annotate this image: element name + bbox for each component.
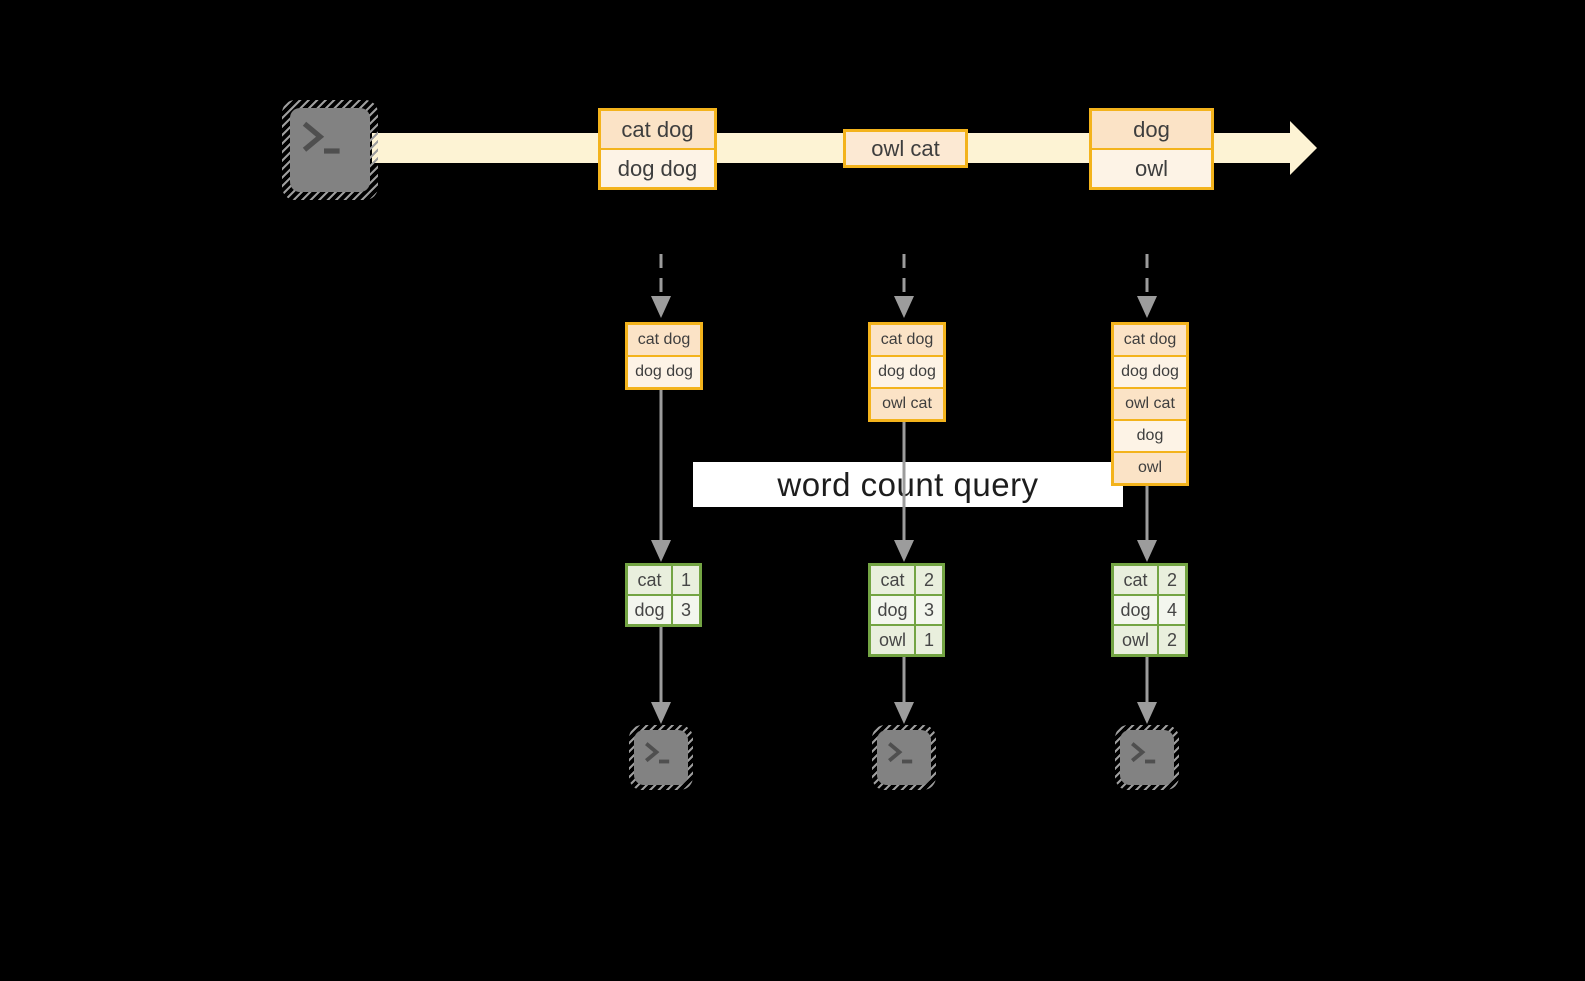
terminal-prompt-icon	[888, 742, 913, 764]
sink-terminal-icon	[1115, 725, 1179, 790]
log-entry: dog	[1114, 419, 1186, 451]
table-row: cat 1	[628, 566, 699, 594]
event-delivery-arrow	[902, 254, 906, 294]
log-entry: cat dog	[1114, 325, 1186, 355]
word-count-table: cat 1 dog 3	[625, 563, 702, 627]
stream-event-box: dog owl	[1089, 108, 1214, 190]
arrowhead-icon	[651, 296, 671, 318]
stream-arrowhead-icon	[1290, 121, 1317, 175]
word-cell: owl	[1114, 626, 1159, 654]
log-entry: cat dog	[871, 325, 943, 355]
table-row: dog 3	[871, 594, 942, 624]
event-log-stack: cat dog dog dog owl cat dog owl	[1111, 322, 1189, 486]
terminal-body	[1120, 730, 1174, 785]
event-delivery-arrow	[659, 254, 663, 294]
log-entry: dog dog	[1114, 355, 1186, 387]
log-entry: dog dog	[871, 355, 943, 387]
log-entry: owl cat	[871, 387, 943, 419]
sink-terminal-icon	[629, 725, 693, 790]
event-log-stack: cat dog dog dog owl cat	[868, 322, 946, 422]
query-input-arrow	[902, 422, 906, 541]
arrowhead-icon	[651, 540, 671, 562]
event-delivery-arrow	[1145, 254, 1149, 294]
arrowhead-icon	[1137, 540, 1157, 562]
stream-event-box: cat dog dog dog	[598, 108, 717, 190]
stream-event-cell: owl	[1092, 148, 1211, 187]
sink-terminal-icon	[872, 725, 936, 790]
terminal-body	[634, 730, 688, 785]
terminal-body	[290, 108, 370, 192]
word-count-table: cat 2 dog 3 owl 1	[868, 563, 945, 657]
terminal-prompt-icon	[1131, 742, 1156, 764]
table-row: owl 1	[871, 624, 942, 654]
table-row: dog 4	[1114, 594, 1185, 624]
count-cell: 4	[1166, 600, 1177, 620]
source-terminal-icon	[282, 100, 378, 200]
terminal-prompt-icon	[645, 742, 670, 764]
count-cell: 1	[923, 630, 934, 650]
stream-event-cell: owl cat	[846, 132, 965, 165]
count-cell: 2	[1166, 630, 1177, 650]
word-count-query-banner: word count query	[693, 462, 1123, 507]
count-cell: 3	[680, 600, 691, 620]
stream-event-cell: dog dog	[601, 148, 714, 187]
stream-event-box: owl cat	[843, 129, 968, 168]
arrowhead-icon	[894, 296, 914, 318]
stream-event-cell: dog	[1092, 111, 1211, 148]
log-entry: owl cat	[1114, 387, 1186, 419]
terminal-prompt-icon	[302, 121, 340, 154]
count-cell: 1	[680, 570, 691, 590]
query-output-arrow	[1145, 657, 1149, 703]
table-row: cat 2	[871, 566, 942, 594]
log-entry: dog dog	[628, 355, 700, 387]
word-cell: cat	[871, 566, 916, 594]
query-output-arrow	[659, 627, 663, 703]
query-output-arrow	[902, 657, 906, 703]
count-cell: 2	[923, 570, 934, 590]
count-cell: 3	[923, 600, 934, 620]
terminal-body	[877, 730, 931, 785]
arrowhead-icon	[1137, 702, 1157, 724]
arrowhead-icon	[651, 702, 671, 724]
word-cell: cat	[1114, 566, 1159, 594]
stream-event-cell: cat dog	[601, 111, 714, 148]
table-row: owl 2	[1114, 624, 1185, 654]
word-cell: dog	[1114, 596, 1159, 624]
word-cell: owl	[871, 626, 916, 654]
log-entry: owl	[1114, 451, 1186, 483]
banner-label: word count query	[777, 465, 1039, 503]
word-cell: cat	[628, 566, 673, 594]
event-log-stack: cat dog dog dog	[625, 322, 703, 390]
word-count-table: cat 2 dog 4 owl 2	[1111, 563, 1188, 657]
arrowhead-icon	[1137, 296, 1157, 318]
table-row: cat 2	[1114, 566, 1185, 594]
query-input-arrow	[1145, 486, 1149, 541]
count-cell: 2	[1166, 570, 1177, 590]
word-cell: dog	[628, 596, 673, 624]
word-cell: dog	[871, 596, 916, 624]
query-input-arrow	[659, 390, 663, 541]
arrowhead-icon	[894, 702, 914, 724]
table-row: dog 3	[628, 594, 699, 624]
arrowhead-icon	[894, 540, 914, 562]
log-entry: cat dog	[628, 325, 700, 355]
